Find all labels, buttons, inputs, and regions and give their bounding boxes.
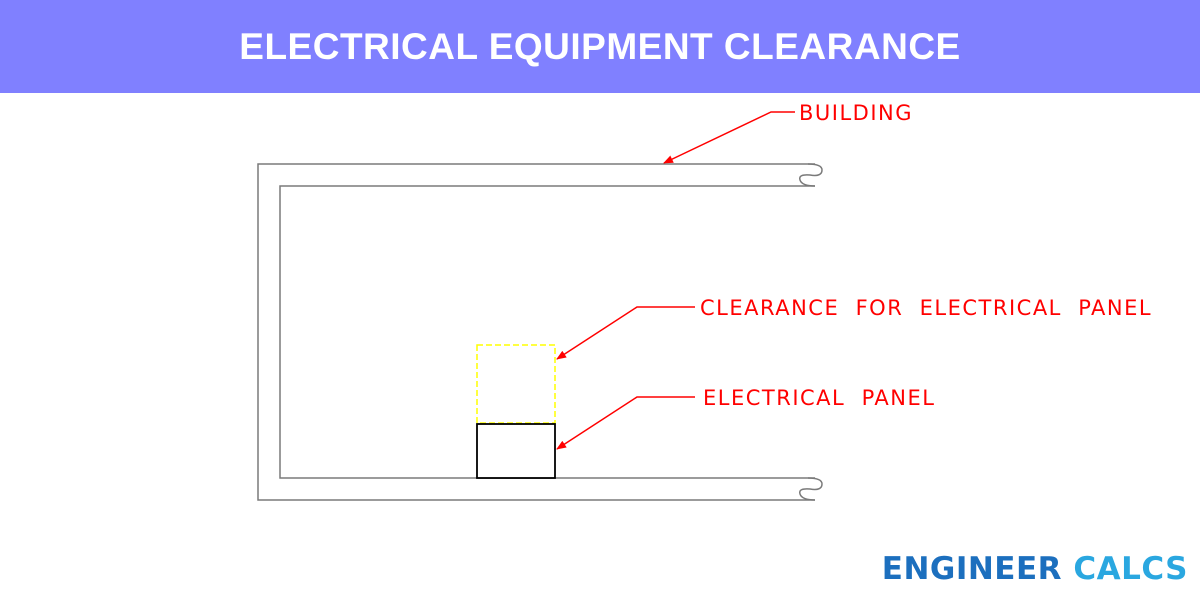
leader-lines: [556, 111, 795, 450]
panel-label: ELECTRICAL PANEL: [703, 386, 935, 410]
break-line-top: [798, 163, 823, 187]
title-banner: ELECTRICAL EQUIPMENT CLEARANCE: [0, 0, 1200, 93]
panel-leader: [556, 396, 695, 450]
floor-plan-diagram: BUILDING CLEARANCE FOR ELECTRICAL PANEL …: [257, 101, 1152, 501]
brand-word-engineer: ENGINEER: [881, 551, 1063, 587]
break-line-bottom: [798, 477, 823, 501]
brand-word-calcs: CALCS: [1073, 551, 1188, 587]
outer-wall: [257, 163, 815, 501]
building-label: BUILDING: [799, 101, 913, 125]
electrical-panel: [476, 423, 556, 479]
building-leader: [663, 111, 795, 164]
page-title: ELECTRICAL EQUIPMENT CLEARANCE: [239, 25, 961, 67]
clearance-leader: [556, 306, 695, 360]
clearance-zone: [476, 344, 556, 424]
clearance-label: CLEARANCE FOR ELECTRICAL PANEL: [700, 296, 1152, 320]
brand-logo: ENGINEER CALCS: [882, 551, 1188, 587]
